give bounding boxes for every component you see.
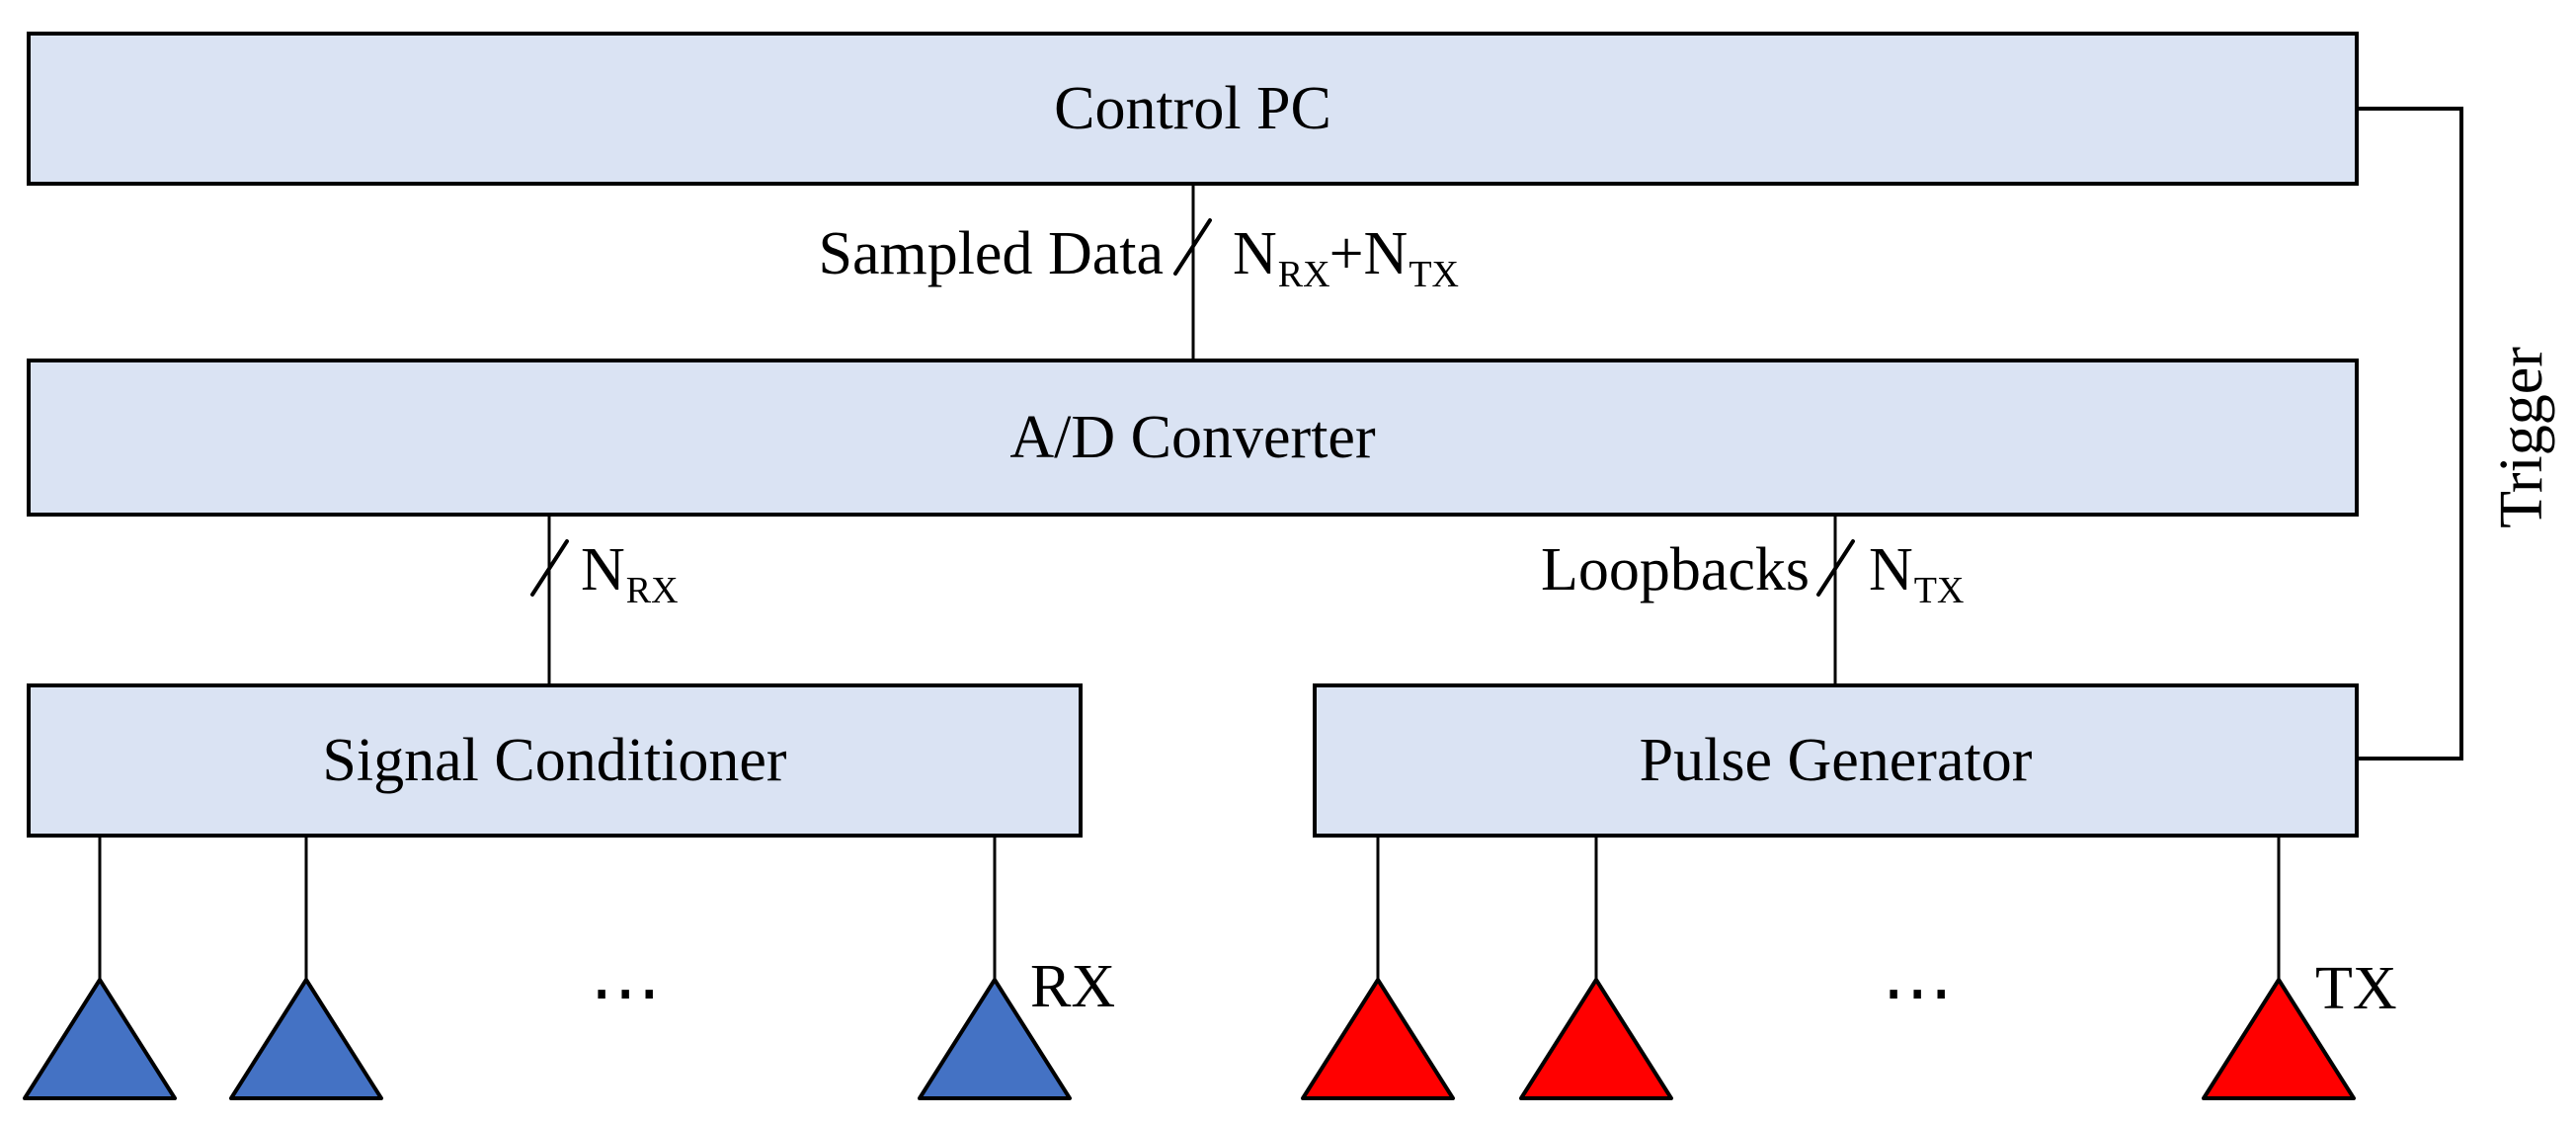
control-pc-box: Control PC — [27, 32, 2359, 186]
pulse-generator-label: Pulse Generator — [1639, 727, 2033, 794]
rx-array-ellipsis: ⋯ — [590, 950, 661, 1033]
rx-subscript: RX — [1277, 254, 1330, 295]
signal-conditioner-box: Signal Conditioner — [27, 683, 1083, 838]
plus-symbol: + — [1328, 220, 1364, 287]
rx-antenna-label: RX — [1030, 953, 1116, 1020]
tx-antenna-icon-n — [2202, 978, 2356, 1100]
rx-antenna-icon-1 — [23, 978, 177, 1100]
trigger-label: Trigger — [2488, 347, 2555, 528]
n-symbol: N — [1233, 220, 1277, 287]
tx-antenna-icon-2 — [1519, 978, 1673, 1100]
tx-antenna-label: TX — [2315, 955, 2397, 1022]
n-symbol: N — [581, 536, 625, 603]
rx-antenna-icon-2 — [229, 978, 383, 1100]
tx-subscript: TX — [1409, 254, 1459, 295]
rx-subscript: RX — [625, 570, 679, 611]
tx-antenna-icon-1 — [1301, 978, 1455, 1100]
tx-subscript: TX — [1913, 570, 1965, 611]
signal-conditioner-label: Signal Conditioner — [322, 727, 787, 794]
control-pc-label: Control PC — [1054, 75, 1331, 142]
bus-width-label-nrx-plus-ntx: NRX+NTX — [1233, 220, 1459, 293]
loopbacks-label: Loopbacks — [1540, 536, 1810, 603]
tx-bus-slash-tick — [1816, 539, 1855, 597]
tx-array-ellipsis: ⋯ — [1882, 950, 1953, 1033]
trigger-line — [2359, 107, 2463, 761]
sampled-data-bus-slash-tick — [1173, 218, 1212, 276]
n-symbol: N — [1363, 220, 1409, 287]
rx-antenna-icon-n — [918, 978, 1072, 1100]
ad-converter-label: A/D Converter — [1009, 404, 1376, 471]
ad-converter-box: A/D Converter — [27, 359, 2359, 517]
pulse-generator-box: Pulse Generator — [1313, 683, 2359, 838]
bus-width-label-ntx: NTX — [1869, 536, 1964, 609]
bus-width-label-nrx: NRX — [581, 536, 679, 609]
sampled-data-label: Sampled Data — [818, 220, 1164, 287]
n-symbol: N — [1869, 536, 1913, 603]
rx-bus-slash-tick — [530, 539, 569, 597]
